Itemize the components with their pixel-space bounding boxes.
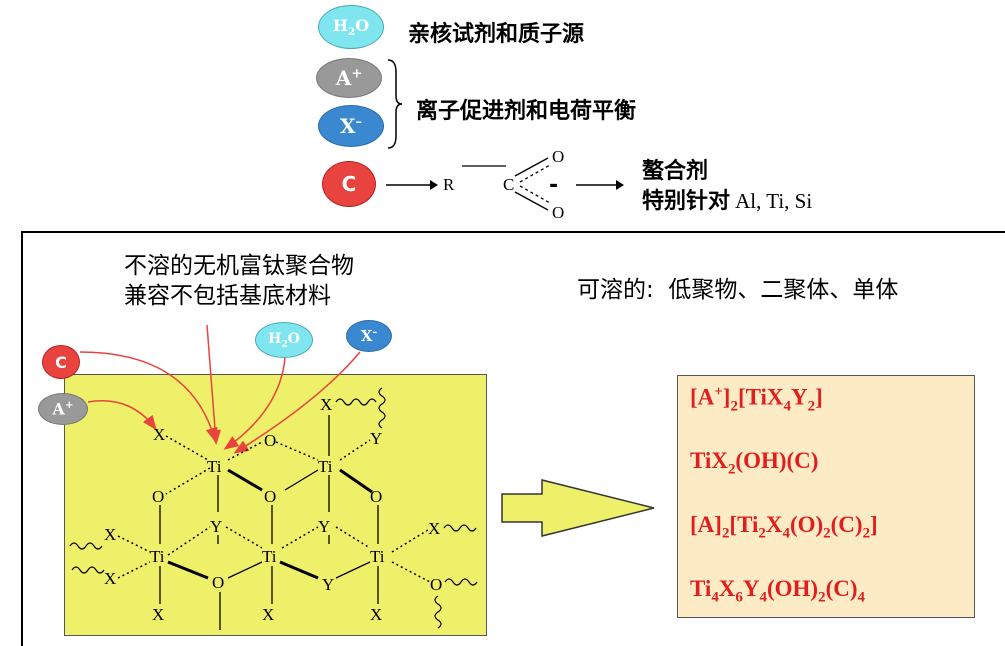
ion-description: 离子促进剂和电荷平衡 — [416, 99, 637, 124]
ti-1: Ti — [207, 457, 222, 476]
x-1: X — [153, 425, 165, 444]
chelator-oval-label: C — [341, 172, 357, 196]
ligand-c: C — [503, 175, 514, 194]
chelator-oval-panel-label: C — [55, 352, 67, 372]
x-8: X — [370, 605, 382, 624]
chelator-description: 螯合剂 — [642, 159, 709, 184]
arrow-water — [223, 357, 286, 450]
water-oval-panel: H2O — [255, 322, 313, 358]
arrow-anion — [233, 351, 361, 454]
ligand-diagram: R C O O - — [386, 147, 624, 222]
x-4: X — [104, 569, 116, 588]
anion-oval-panel-label: X– — [360, 327, 378, 345]
polymer-box — [64, 374, 487, 636]
insoluble-label-line2: 兼容不包括基底材料 — [124, 283, 331, 309]
y-2: Y — [210, 517, 222, 536]
o-1: O — [264, 431, 276, 450]
ligand-o-bottom: O — [552, 203, 564, 222]
block-arrow — [501, 479, 655, 537]
ti-4: Ti — [262, 547, 277, 566]
cation-oval: A+ — [316, 58, 382, 98]
ligand-charge: - — [549, 173, 558, 198]
x-6: X — [152, 605, 164, 624]
x-2: X — [320, 395, 332, 414]
chelator-targets-elements: Al, Ti, Si — [735, 189, 813, 213]
o-5: O — [212, 573, 224, 592]
ligand-o-top: O — [552, 147, 564, 166]
y-1: Y — [370, 429, 382, 448]
species-2: TiX2(OH)(C) — [690, 448, 819, 478]
anion-oval-panel: X– — [346, 320, 392, 352]
o-3: O — [264, 487, 276, 506]
cation-oval-panel-label: A+ — [52, 399, 74, 419]
anion-oval-label: X– — [339, 114, 363, 138]
x-3: X — [104, 525, 116, 544]
water-oval-panel-label: H2O — [268, 330, 300, 350]
ion-brace — [387, 59, 403, 149]
o-2: O — [152, 487, 164, 506]
o-6: O — [430, 575, 442, 594]
arrow-chelator — [79, 351, 218, 443]
x-7: X — [262, 605, 274, 624]
soluble-label: 可溶的: 低聚物、二聚体、单体 — [577, 277, 899, 303]
chelator-targets-prefix: 特别针对 — [642, 189, 731, 214]
arrow-cation — [87, 400, 157, 431]
chelator-oval-panel: C — [42, 345, 80, 379]
water-oval: H2O — [318, 5, 384, 49]
species-4: Ti4X6Y4(OH)2(C)4 — [690, 576, 865, 606]
species-box — [677, 375, 975, 618]
insoluble-label-line1: 不溶的无机富钛聚合物 — [124, 253, 354, 279]
y-4: Y — [322, 575, 334, 594]
water-oval-label: H2O — [332, 15, 370, 39]
anion-oval: X– — [318, 105, 384, 147]
arrow-insoluble — [206, 324, 222, 445]
x-5: X — [428, 519, 440, 538]
water-description: 亲核试剂和质子源 — [408, 22, 585, 47]
cation-oval-label: A+ — [335, 66, 363, 90]
y-3: Y — [318, 517, 330, 536]
species-1: [A+]2[TiX4Y2] — [690, 384, 823, 415]
o-4: O — [370, 487, 382, 506]
chelator-oval: C — [322, 161, 376, 207]
ti-2: Ti — [318, 457, 333, 476]
ti-5: Ti — [370, 547, 385, 566]
chelator-targets-line: 特别针对 Al, Ti, Si — [642, 183, 812, 215]
ti-3: Ti — [150, 547, 165, 566]
ligand-r: R — [443, 175, 455, 194]
cation-oval-panel: A+ — [38, 393, 88, 425]
species-3: [A]2[Ti2X4(O)2(C)2] — [690, 512, 878, 542]
